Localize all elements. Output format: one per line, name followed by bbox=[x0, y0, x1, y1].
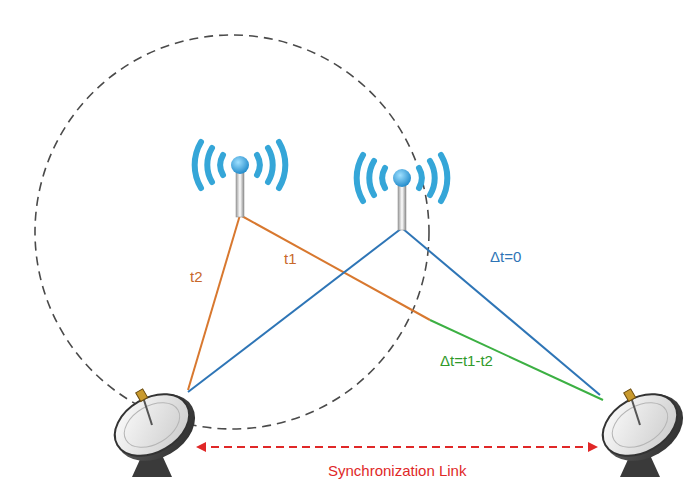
line-label: t2 bbox=[188, 268, 205, 285]
signal-line bbox=[430, 320, 603, 400]
antenna-icon bbox=[357, 155, 448, 230]
signal-line bbox=[240, 215, 430, 320]
satellite-dish bbox=[99, 372, 207, 477]
line-label: Δt=0 bbox=[488, 248, 523, 265]
signal-line bbox=[188, 215, 240, 390]
line-label: Synchronization Link bbox=[326, 462, 468, 479]
line-label: Δt=t1-t2 bbox=[438, 352, 495, 369]
signal-line bbox=[188, 228, 402, 392]
satellite-dish bbox=[587, 372, 695, 477]
antenna-icon bbox=[195, 142, 286, 217]
coverage-circle bbox=[35, 35, 429, 429]
signal-line bbox=[402, 228, 600, 395]
line-label: t1 bbox=[282, 250, 299, 267]
sync-link-arrow bbox=[198, 446, 596, 448]
